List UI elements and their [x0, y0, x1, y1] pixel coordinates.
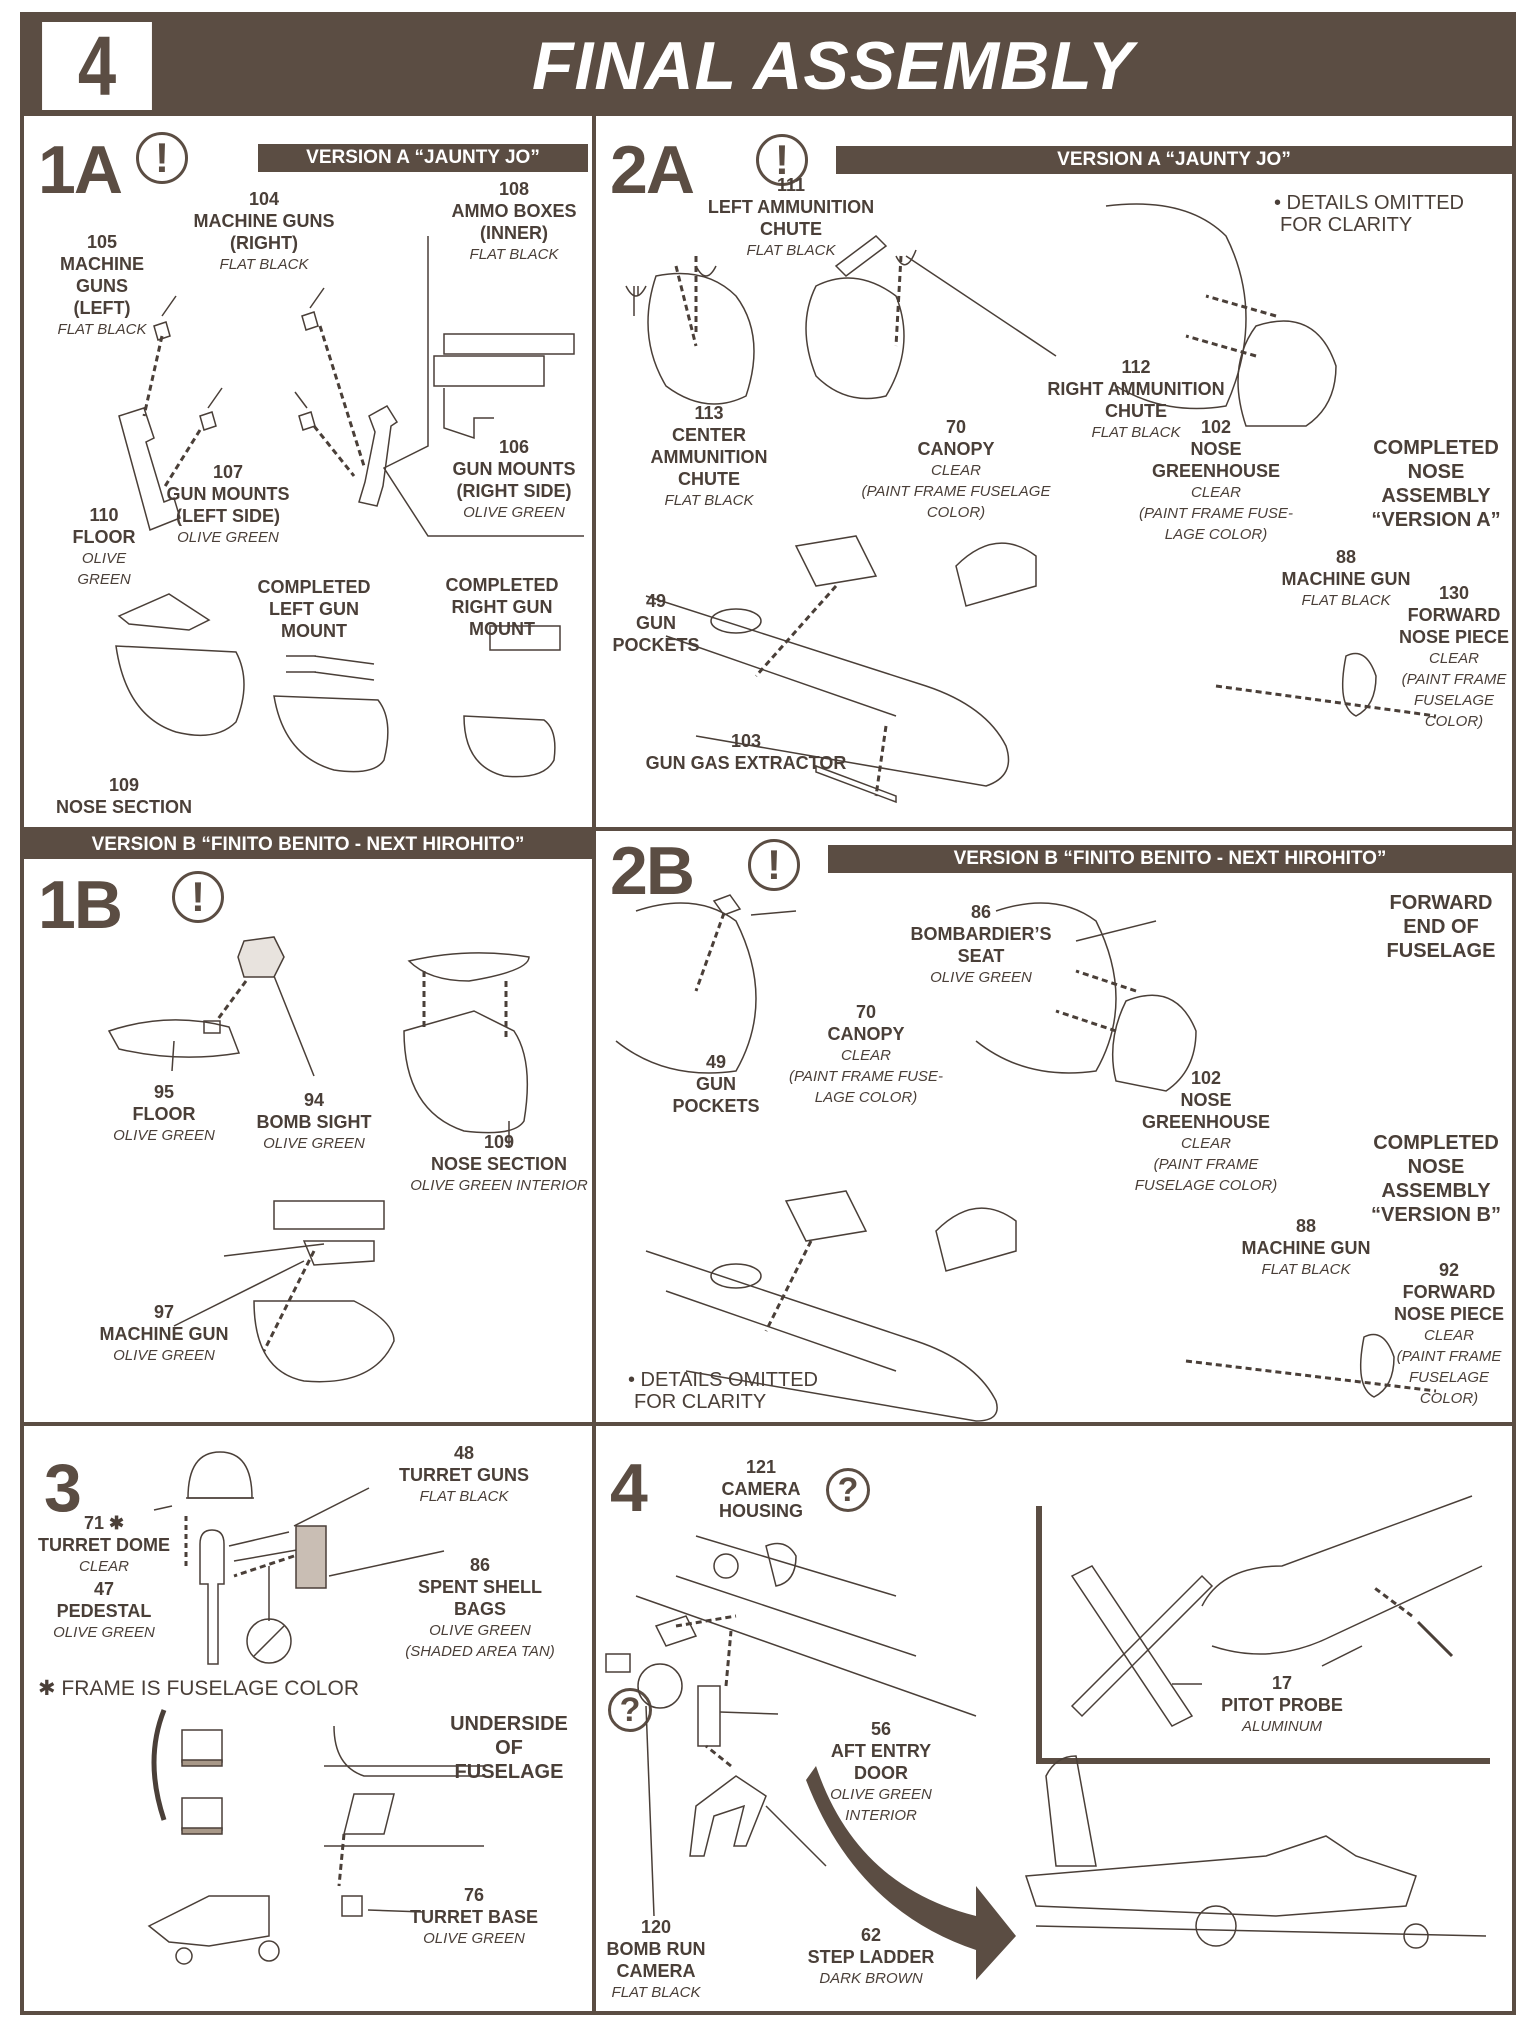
part-label-62: 62 STEP LADDER DARK BROWN: [807, 1925, 935, 1987]
step-label: 4: [610, 1450, 648, 1526]
part-label-70: 70 CANOPY CLEAR (PAINT FRAME FUSELAGE CO…: [861, 417, 1051, 521]
part-label-17: 17 PITOT PROBE ALUMINUM: [1221, 1673, 1343, 1735]
part-label-86: 86 BOMBARDIER’S SEAT OLIVE GREEN: [910, 902, 1052, 986]
part-label-109: 109 NOSE SECTION OLIVE GREEN INTERIOR: [410, 1132, 588, 1194]
panel-2b: 2B ! VERSION B “FINITO BENITO - NEXT HIR…: [596, 827, 1516, 1422]
part-label-121: 121 CAMERA HOUSING: [718, 1457, 803, 1521]
panel-1b: VERSION B “FINITO BENITO - NEXT HIROHITO…: [24, 827, 592, 1422]
bomb-sight-diagram: [107, 936, 530, 1383]
part-label-106: 106 GUN MOUNTS (RIGHT SIDE) OLIVE GREEN: [452, 437, 576, 521]
version-band: VERSION A “JAUNTY JO”: [836, 146, 1512, 174]
panel-2a: 2A ! VERSION A “JAUNTY JO” • DETAILS OMI…: [596, 116, 1516, 831]
part-label-86: 86 SPENT SHELL BAGS OLIVE GREEN (SHADED …: [405, 1555, 555, 1660]
part-label-88: 88 MACHINE GUN FLAT BLACK: [1281, 547, 1411, 609]
part-label-70: 70 CANOPY CLEAR (PAINT FRAME FUSE- LAGE …: [789, 1002, 943, 1106]
page-title: FINAL ASSEMBLY: [531, 28, 1135, 104]
part-label-107: 107 GUN MOUNTS (LEFT SIDE) OLIVE GREEN: [166, 462, 290, 546]
step-label: 2A: [610, 132, 695, 208]
camera-door-ladder-diagram: [605, 1535, 1487, 1980]
details-omitted-note: • DETAILS OMITTED FOR CLARITY: [628, 1369, 818, 1413]
page-header: 4 FINAL ASSEMBLY: [24, 16, 1512, 116]
alert-icon: !: [756, 134, 808, 186]
panel-4: 4 ? ? 121 CAMERA HOUSING 56 AFT ENTRY DO…: [596, 1426, 1516, 2015]
question-icon: ?: [608, 1688, 652, 1732]
part-label-49: 49 GUN POCKETS: [672, 1052, 760, 1116]
column-divider: [592, 116, 596, 2015]
instruction-sheet: 4 FINAL ASSEMBLY 1A ! VERSION A “JAUNTY …: [20, 12, 1516, 2015]
part-label-120: 120 BOMB RUN CAMERA FLAT BLACK: [606, 1917, 706, 2001]
panel-top-rule: [596, 827, 1516, 831]
details-omitted-note: • DETAILS OMITTED FOR CLARITY: [1274, 192, 1464, 236]
version-band: VERSION A “JAUNTY JO”: [258, 144, 588, 172]
part-label-48: 48 TURRET GUNS FLAT BLACK: [399, 1443, 529, 1505]
part-label-111: 111 LEFT AMMUNITION CHUTE FLAT BLACK: [707, 175, 875, 259]
part-label-105: 105 MACHINE GUNS (LEFT) FLAT BLACK: [57, 232, 147, 338]
part-label-56: 56 AFT ENTRY DOOR OLIVE GREEN INTERIOR: [830, 1719, 932, 1824]
callout-completed-right-gun-mount: COMPLETED RIGHT GUN MOUNT: [445, 575, 559, 639]
callout-completed-left-gun-mount: COMPLETED LEFT GUN MOUNT: [257, 577, 371, 641]
header-step-number: 4: [42, 22, 152, 110]
part-label-130: 130 FORWARD NOSE PIECE CLEAR (PAINT FRAM…: [1398, 583, 1510, 730]
step-label: 1B: [38, 867, 123, 943]
part-label-88: 88 MACHINE GUN FLAT BLACK: [1241, 1216, 1371, 1278]
row-divider-1: [24, 1422, 1516, 1426]
pitot-diagram: [1070, 1495, 1483, 1727]
nose-assembly-diagram: [625, 203, 1437, 804]
alert-icon: !: [136, 132, 188, 184]
nose-assembly-b-diagram: [615, 894, 1437, 1422]
panel-1a: 1A ! VERSION A “JAUNTY JO” 104 MACHINE G…: [24, 116, 592, 831]
part-label-102: 102 NOSE GREENHOUSE CLEAR (PAINT FRAME F…: [1134, 1068, 1278, 1194]
callout-completed-nose-assembly-b: COMPLETED NOSE ASSEMBLY “VERSION B”: [1370, 1132, 1502, 1226]
part-label-110: 110 FLOOR OLIVE GREEN: [72, 505, 136, 588]
part-label-102: 102 NOSE GREENHOUSE CLEAR (PAINT FRAME F…: [1139, 417, 1293, 543]
step-label: 2B: [610, 833, 695, 909]
version-band: VERSION B “FINITO BENITO - NEXT HIROHITO…: [24, 831, 592, 859]
callout-completed-nose-assembly-a: COMPLETED NOSE ASSEMBLY “VERSION A”: [1371, 437, 1501, 531]
step-label: 1A: [38, 132, 123, 208]
part-label-94: 94 BOMB SIGHT OLIVE GREEN: [256, 1090, 372, 1152]
version-band: VERSION B “FINITO BENITO - NEXT HIROHITO…: [828, 845, 1512, 873]
frame-color-footnote: ✱ FRAME IS FUSELAGE COLOR: [38, 1677, 359, 1700]
part-label-104: 104 MACHINE GUNS (RIGHT) FLAT BLACK: [193, 189, 335, 273]
part-label-47: 47 PEDESTAL OLIVE GREEN: [53, 1579, 155, 1641]
question-icon: ?: [826, 1468, 870, 1512]
part-label-92: 92 FORWARD NOSE PIECE CLEAR (PAINT FRAME…: [1393, 1260, 1505, 1407]
step-label: 3: [44, 1450, 82, 1526]
part-label-95: 95 FLOOR OLIVE GREEN: [113, 1082, 215, 1144]
part-label-97: 97 MACHINE GUN OLIVE GREEN: [99, 1302, 229, 1364]
part-label-112: 112 RIGHT AMMUNITION CHUTE FLAT BLACK: [1047, 357, 1225, 441]
callout-forward-end-of-fuselage: FORWARD END OF FUSELAGE: [1386, 892, 1496, 962]
part-label-108: 108 AMMO BOXES (INNER) FLAT BLACK: [451, 179, 577, 263]
alert-icon: !: [748, 839, 800, 891]
alert-icon: !: [172, 871, 224, 923]
part-label-109: 109 NOSE SECTION: [55, 775, 193, 817]
panel-3: 3 48 TURRET GUNS FLAT BLACK 71 ✱ TURRET …: [24, 1426, 592, 2015]
pitot-probe-inset: 17 PITOT PROBE ALUMINUM: [1036, 1495, 1490, 1764]
part-label-113: 113 CENTER AMMUNITION CHUTE FLAT BLACK: [650, 403, 768, 509]
part-label-71: 71 ✱ TURRET DOME CLEAR: [38, 1513, 170, 1575]
part-label-76: 76 TURRET BASE OLIVE GREEN: [409, 1885, 538, 1947]
band-top-rule: [24, 827, 592, 831]
turret-diagram: [147, 1451, 484, 1965]
gun-mount-diagram: [115, 236, 584, 778]
